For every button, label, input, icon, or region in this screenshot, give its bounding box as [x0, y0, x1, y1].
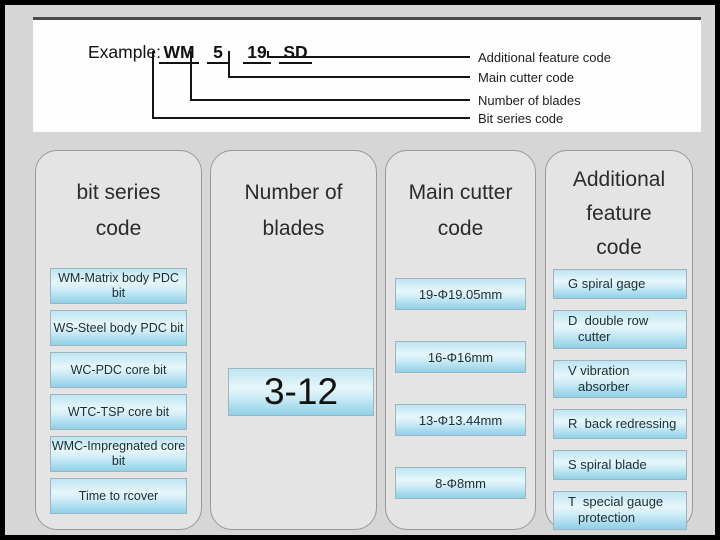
connector-line-blades-h: [190, 99, 470, 101]
chip-cutter-16: 16-Φ16mm: [395, 341, 526, 373]
main-cutter-code-items: 19-Φ19.05mm 16-Φ16mm 13-Φ13.44mm 8-Φ8mm: [386, 278, 535, 530]
chip-wmc-impregnated-core-bit: WMC-Impregnated core bit: [50, 436, 187, 472]
chip-cutter-8: 8-Φ8mm: [395, 467, 526, 499]
chip-blades-range: 3-12: [228, 368, 374, 416]
chip-feature-s-spiral-blade: S spiral blade: [553, 450, 687, 480]
connector-line-cutter-h: [228, 76, 470, 78]
connector-line-feature-v: [267, 51, 269, 58]
label-additional-feature-code: Additional feature code: [478, 50, 611, 65]
main-cutter-code-column: Main cutter code 19-Φ19.05mm 16-Φ16mm 13…: [385, 150, 536, 530]
chip-wm-matrix-body-pdc-bit: WM-Matrix body PDC bit: [50, 268, 187, 304]
chip-wc-pdc-core-bit: WC-PDC core bit: [50, 352, 187, 388]
number-of-blades-title: Number of blades: [244, 181, 343, 241]
additional-feature-code-items: G spiral gage D double row cutter V vibr…: [546, 269, 692, 535]
connector-line-blades-v: [190, 51, 192, 101]
connector-line-feature-h: [267, 56, 470, 58]
label-main-cutter-code: Main cutter code: [478, 70, 575, 85]
bit-series-code-column: bit series code WM-Matrix body PDC bit W…: [35, 150, 202, 530]
chip-ws-steel-body-pdc-bit: WS-Steel body PDC bit: [50, 310, 187, 346]
chip-time-to-rcover: Time to rcover: [50, 478, 187, 514]
connector-line-cutter-v: [228, 51, 230, 78]
bit-series-code-title: bit series code: [76, 181, 161, 241]
example-code-blades: 5: [207, 42, 229, 64]
example-prefix-label: Example:: [88, 42, 161, 62]
connector-line-series-v: [152, 51, 154, 119]
chip-feature-t-special-gauge-protection: T special gauge protection: [553, 491, 687, 530]
chip-feature-g-spiral-gage: G spiral gage: [553, 269, 687, 299]
number-of-blades-column: Number of blades 3-12: [210, 150, 377, 530]
chip-cutter-19: 19-Φ19.05mm: [395, 278, 526, 310]
chip-wtc-tsp-core-bit: WTC-TSP core bit: [50, 394, 187, 430]
chip-cutter-13: 13-Φ13.44mm: [395, 404, 526, 436]
chip-feature-v-vibration-absorber: V vibration absorber: [553, 359, 687, 398]
example-code-series: WM: [159, 42, 199, 64]
main-cutter-code-title: Main cutter code: [408, 181, 513, 241]
additional-feature-code-column: Additional feature code G spiral gage D …: [545, 150, 693, 530]
connector-line-series-h: [152, 117, 470, 119]
bit-series-code-items: WM-Matrix body PDC bit WS-Steel body PDC…: [36, 268, 201, 520]
label-bit-series-code: Bit series code: [478, 111, 564, 126]
label-number-of-blades: Number of blades: [478, 93, 581, 108]
example-panel: Example: WM 5 19 SD: [33, 17, 701, 132]
additional-feature-code-title: Additional feature code: [572, 168, 666, 260]
chip-feature-d-double-row-cutter: D double row cutter: [553, 310, 687, 349]
example-code-feature: SD: [279, 42, 312, 64]
example-code-cutter: 19: [243, 42, 271, 64]
chip-feature-r-back-redressing: R back redressing: [553, 409, 687, 439]
